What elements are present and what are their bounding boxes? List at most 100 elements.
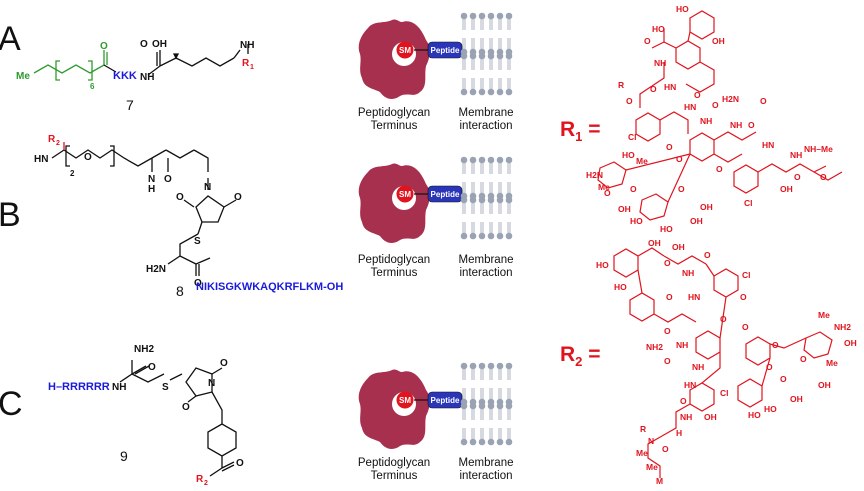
sm-label: SM — [399, 190, 411, 199]
structure-9 — [119, 360, 237, 477]
atom-label: OH — [818, 380, 831, 390]
atom-label: O — [740, 292, 747, 302]
atom-label: H2N — [586, 170, 603, 180]
atom-label: R — [618, 80, 624, 90]
atom-label: NH — [730, 120, 742, 130]
r-subscript: 2 — [575, 354, 583, 370]
atom-label: O — [220, 358, 228, 369]
atom-label: O — [760, 96, 767, 106]
atom-label: O — [664, 326, 671, 336]
schematic-b — [358, 157, 513, 243]
peptide-label: Peptide — [431, 396, 460, 405]
atom-label: NH — [140, 72, 154, 83]
atom-label: N — [148, 174, 155, 185]
atom-label: O — [748, 120, 755, 130]
atom-label: R — [242, 58, 250, 69]
atom-label: O — [176, 192, 184, 203]
atom-label: OH — [690, 216, 703, 226]
atom-label: NH — [654, 58, 666, 68]
atom-label: HN — [664, 82, 676, 92]
atom-label: O — [662, 444, 669, 454]
compound-number-8: 8 — [176, 283, 184, 299]
atom-label: O — [694, 90, 701, 100]
atom-label: HO — [630, 216, 643, 226]
atom-label: NH–Me — [804, 144, 833, 154]
atom-label: O — [644, 36, 651, 46]
atom-label: HO — [652, 24, 665, 34]
atom-label: N — [648, 436, 654, 446]
atom-label: NH — [676, 340, 688, 350]
atom-label: O — [716, 164, 723, 174]
structure-7 — [33, 44, 249, 81]
atom-label: O — [742, 322, 749, 332]
caption-line: Membrane — [458, 457, 514, 469]
equals-sign: = — [588, 118, 601, 141]
atom-label: O — [650, 84, 657, 94]
atom-label: OH — [672, 242, 685, 252]
atom-label: NH — [240, 40, 254, 51]
r-letter: R — [560, 343, 576, 366]
atom-label: O — [164, 174, 172, 185]
atom-label: Cl — [744, 198, 753, 208]
atom-label: Cl — [742, 270, 751, 280]
atom-label: O — [666, 142, 673, 152]
atom-label: NH — [680, 412, 692, 422]
atom-label: Me — [598, 182, 610, 192]
atom-label: S — [162, 382, 169, 393]
caption-line: Terminus — [370, 470, 418, 482]
atom-label: Me — [636, 156, 648, 166]
atom-label: O — [794, 172, 801, 182]
atom-label: O — [676, 154, 683, 164]
atom-label: S — [194, 236, 201, 247]
equals-sign: = — [588, 343, 601, 366]
caption-peptidoglycan-c: Peptidoglycan Terminus — [352, 457, 436, 483]
atom-label: OH — [844, 338, 857, 348]
peptide-nikisg: NIKISGKWKAQKRFLKM-OH — [196, 281, 343, 293]
atom-label: N — [208, 378, 215, 389]
atom-label: O — [626, 96, 633, 106]
atom-label: H2N — [722, 94, 739, 104]
atom-label: O — [820, 172, 827, 182]
r-subscript: 1 — [575, 129, 583, 145]
membrane — [461, 363, 513, 446]
atom-label: HO — [622, 150, 635, 160]
caption-line: Peptidoglycan — [357, 457, 431, 469]
atom-label: 1 — [250, 64, 254, 71]
caption-line: Peptidoglycan — [357, 107, 431, 119]
atom-label: Me — [818, 310, 830, 320]
atom-label: HN — [34, 154, 48, 165]
atom-label: HO — [596, 260, 609, 270]
atom-label: NH2 — [834, 322, 851, 332]
atom-label: O — [712, 100, 719, 110]
atom-label: OH — [700, 202, 713, 212]
panel-letter-a: A — [0, 20, 21, 58]
membrane — [461, 13, 513, 96]
atom-label: NH — [682, 268, 694, 278]
schematic-a — [358, 13, 513, 99]
atom-label: NH2 — [134, 344, 154, 355]
sm-circle — [396, 41, 414, 59]
atom-label: O — [604, 188, 611, 198]
atom-label: O — [236, 458, 244, 469]
atom-label: OH — [712, 36, 725, 46]
r-letter: R — [560, 118, 576, 141]
atom-label: O — [680, 396, 687, 406]
atom-label: Me — [646, 462, 658, 472]
atom-label: 6 — [90, 82, 95, 91]
caption-line: interaction — [459, 470, 513, 482]
atom-label: O — [100, 41, 108, 52]
atom-label: 2 — [56, 140, 60, 147]
r2-equals-label: R2 = — [560, 343, 601, 369]
atom-label: NH — [112, 382, 126, 393]
atom-label: OH — [704, 412, 717, 422]
atom-label: HO — [676, 4, 689, 14]
compound-number-7: 7 — [126, 97, 134, 113]
peptide-rrrrrr: H–RRRRRR — [48, 381, 110, 393]
atom-label: O — [234, 192, 242, 203]
sm-circle — [396, 185, 414, 203]
structure-r1 — [597, 10, 843, 221]
atom-label: O — [182, 402, 190, 413]
membrane — [461, 157, 513, 240]
caption-membrane-c: Membrane interaction — [446, 457, 526, 483]
atom-label: 2 — [204, 480, 208, 487]
